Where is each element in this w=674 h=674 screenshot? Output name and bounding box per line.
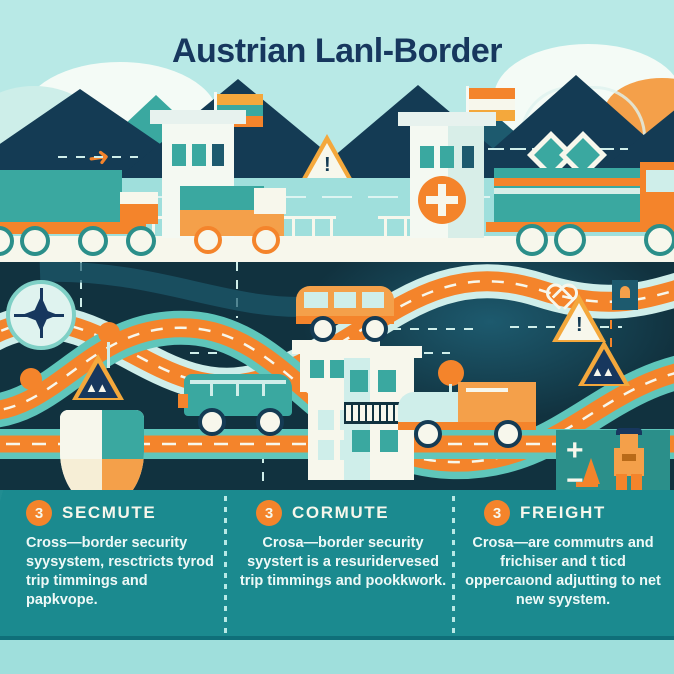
plus-icon: + xyxy=(566,434,584,467)
footer-strip xyxy=(0,640,674,674)
column-divider xyxy=(224,496,227,638)
beacon-lamp-icon xyxy=(438,360,464,386)
tower-window xyxy=(310,360,324,378)
road-network-band: ▲▲ ▲▲ ! xyxy=(0,262,674,490)
ground-stripe xyxy=(0,196,674,198)
sky-header-area: ➜ ! xyxy=(0,0,674,262)
step-badge: 3 xyxy=(256,500,282,526)
summary-column-2: 3 CORMUTE Crosa—border security syystert… xyxy=(228,490,452,640)
beacon-lamp-icon xyxy=(98,322,120,344)
plus-bar xyxy=(426,196,458,204)
tower-roof xyxy=(398,112,496,126)
tower-window xyxy=(192,144,206,166)
dotted-guide-line xyxy=(320,328,480,330)
beacon-lamp-icon xyxy=(20,368,42,390)
column-body-text: Crosa—border security syystert is a resu… xyxy=(239,535,447,590)
balcony xyxy=(344,402,414,424)
building-window xyxy=(352,430,370,452)
summary-column-3: 3 FREIGHT Crosa—are commutrs and frichis… xyxy=(456,490,674,640)
building-window xyxy=(378,370,396,392)
summary-panel xyxy=(0,490,674,640)
summary-column-1: 3 SECMUTE Cross—border security syysyste… xyxy=(0,490,224,640)
shield-icon xyxy=(60,410,144,490)
column-body-text: Crosa—are commutrs and frichiser and t t… xyxy=(465,535,661,609)
tower-window xyxy=(212,144,224,166)
cone-base xyxy=(576,482,598,487)
dotted-guide-line xyxy=(236,262,238,318)
column-1-header: 3 SECMUTE xyxy=(26,500,156,526)
column-2-header: 3 CORMUTE xyxy=(256,500,389,526)
building-roof xyxy=(336,346,422,358)
building-window xyxy=(380,430,398,452)
page-title: Austrian Lanl-Border xyxy=(171,32,503,70)
building-window xyxy=(350,370,368,392)
column-title: FREIGHT xyxy=(520,503,606,522)
mountain-sign-icon: ▲▲ xyxy=(72,354,124,400)
tower-window xyxy=(318,410,334,430)
panel-bottom-rule xyxy=(0,636,674,641)
heart-icon xyxy=(546,286,572,310)
column-body-text: Cross—border security syysystem, resctri… xyxy=(26,535,214,609)
flight-path-line xyxy=(58,156,138,158)
dotted-guide-line xyxy=(80,262,82,332)
guard-booth-panel xyxy=(556,430,670,490)
tower-window xyxy=(420,146,434,168)
step-badge: 3 xyxy=(484,500,510,526)
traffic-cone-icon xyxy=(582,458,600,484)
step-badge: 3 xyxy=(26,500,52,526)
column-divider xyxy=(452,496,455,638)
column-title: SECMUTE xyxy=(62,503,157,522)
column-3-header: 3 FREIGHT xyxy=(484,500,606,526)
tower-window xyxy=(318,440,334,460)
tower-window xyxy=(440,146,454,168)
tower-window xyxy=(172,144,186,166)
tower-window xyxy=(330,360,344,378)
pin-tag-icon xyxy=(612,280,638,310)
column-title: CORMUTE xyxy=(292,503,390,522)
tower-roof xyxy=(150,110,246,124)
compass-rose-icon xyxy=(6,280,76,350)
panel-texture xyxy=(0,490,674,640)
warning-triangle-icon: ! xyxy=(300,134,354,182)
mountain-sign-icon: ▲▲ xyxy=(578,340,630,386)
tower-window xyxy=(462,146,474,168)
